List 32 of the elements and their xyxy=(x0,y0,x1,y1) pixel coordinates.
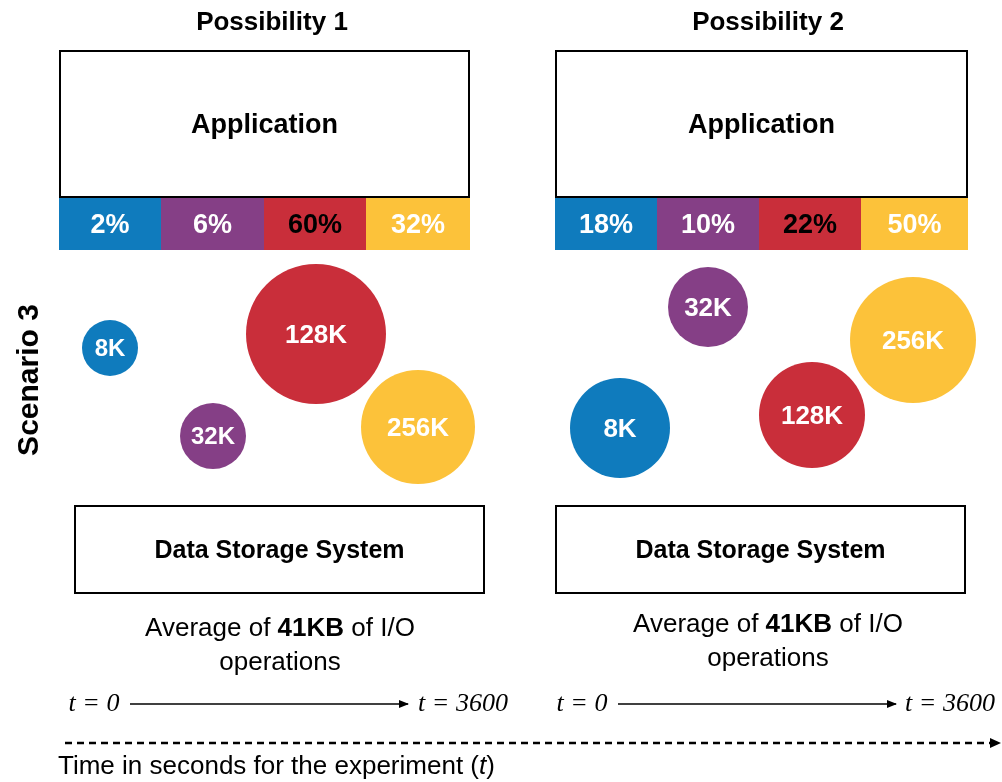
percentage-bar-segment: 50% xyxy=(861,198,968,250)
size-circle: 256K xyxy=(850,277,976,403)
size-circle: 8K xyxy=(570,378,670,478)
percentage-bar-segment: 2% xyxy=(59,198,161,250)
percentage-bar-segment: 60% xyxy=(264,198,366,250)
labeled-box: Data Storage System xyxy=(74,505,485,594)
labeled-box: Application xyxy=(59,50,470,198)
percentage-bar-segment: 32% xyxy=(366,198,470,250)
size-circle: 32K xyxy=(180,403,246,469)
size-circle: 128K xyxy=(246,264,386,404)
time-label: t = 0 xyxy=(60,686,128,720)
percentage-bar-segment: 10% xyxy=(657,198,759,250)
size-circle: 256K xyxy=(361,370,475,484)
percentage-bar-segment: 22% xyxy=(759,198,861,250)
column-heading: Possibility 2 xyxy=(691,5,845,38)
labeled-box: Data Storage System xyxy=(555,505,966,594)
arrow xyxy=(617,700,897,708)
size-circle: 8K xyxy=(82,320,138,376)
size-circle: 128K xyxy=(759,362,865,468)
axis-caption: Time in seconds for the experiment (t) xyxy=(58,749,496,782)
time-label: t = 0 xyxy=(548,686,616,720)
labeled-box: Application xyxy=(555,50,968,198)
arrow xyxy=(129,700,409,708)
summary-text: Average of 41KB of I/O operations xyxy=(632,607,904,674)
percentage-bar-segment: 18% xyxy=(555,198,657,250)
time-label: t = 3600 xyxy=(410,686,516,720)
row-heading: Scenario 3 xyxy=(10,303,45,458)
percentage-bar-segment: 6% xyxy=(161,198,264,250)
size-circle: 32K xyxy=(668,267,748,347)
summary-text: Average of 41KB of I/O operations xyxy=(144,611,416,678)
column-heading: Possibility 1 xyxy=(195,5,349,38)
time-label: t = 3600 xyxy=(898,686,1002,720)
